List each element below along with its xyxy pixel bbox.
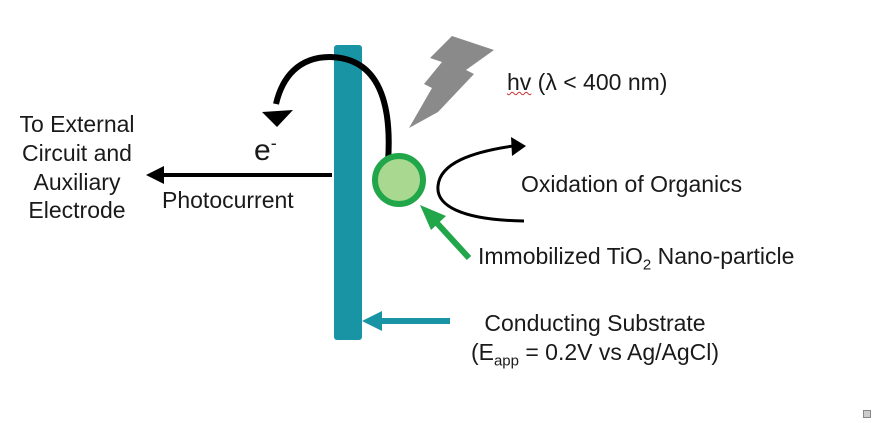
lightning-bolt-icon [409, 36, 494, 128]
substrate-label: Conducting Substrate (Eapp = 0.2V vs Ag/… [440, 309, 750, 371]
electron-transfer-arrowhead [262, 110, 293, 127]
substrate-label-line1: Conducting Substrate [484, 310, 706, 336]
electron-charge: - [270, 133, 277, 153]
resize-corner-icon [863, 410, 871, 418]
light-hv-symbol: hv [507, 69, 532, 95]
electron-symbol: e- [254, 132, 277, 170]
external-circuit-line1: To External [19, 111, 135, 137]
tio2-label-subscript: 2 [642, 256, 652, 274]
substrate-eq-open: (E [470, 338, 494, 365]
electron-letter: e [254, 134, 271, 167]
substrate-label-line2: (Eapp = 0.2V vs Ag/AgCl) [440, 338, 750, 371]
tio2-label: Immobilized TiO2 Nano-particle [478, 242, 794, 275]
substrate-pointer-arrowhead [362, 311, 382, 331]
substrate-eq-rest: = 0.2V vs Ag/AgCl) [518, 338, 720, 365]
light-wavelength-condition: (λ < 400 nm) [531, 69, 668, 95]
oxidation-label: Oxidation of Organics [521, 171, 743, 197]
tio2-label-suffix: Nano-particle [651, 243, 795, 269]
tio2-pointer-arrowhead [420, 205, 446, 230]
external-circuit-label: To External Circuit and Auxiliary Electr… [2, 110, 152, 225]
external-circuit-line3: Auxiliary [33, 168, 121, 195]
photocurrent-arrowhead [146, 166, 164, 184]
oxidation-arrow [436, 144, 525, 223]
photocurrent-label: Photocurrent [162, 187, 294, 213]
oxidation-arrowhead [511, 137, 526, 156]
external-circuit-line2: Circuit and [22, 139, 132, 166]
substrate-eq-subscript: app [493, 352, 519, 370]
tio2-pointer-arrow [433, 219, 472, 261]
electron-transfer-arrow [273, 53, 392, 163]
tio2-nanoparticle [372, 153, 426, 207]
tio2-label-prefix: Immobilized TiO [478, 243, 643, 269]
light-energy-label: hv (λ < 400 nm) [507, 68, 667, 97]
external-circuit-line4: Electrode [28, 197, 126, 224]
conducting-substrate-bar [334, 45, 362, 340]
